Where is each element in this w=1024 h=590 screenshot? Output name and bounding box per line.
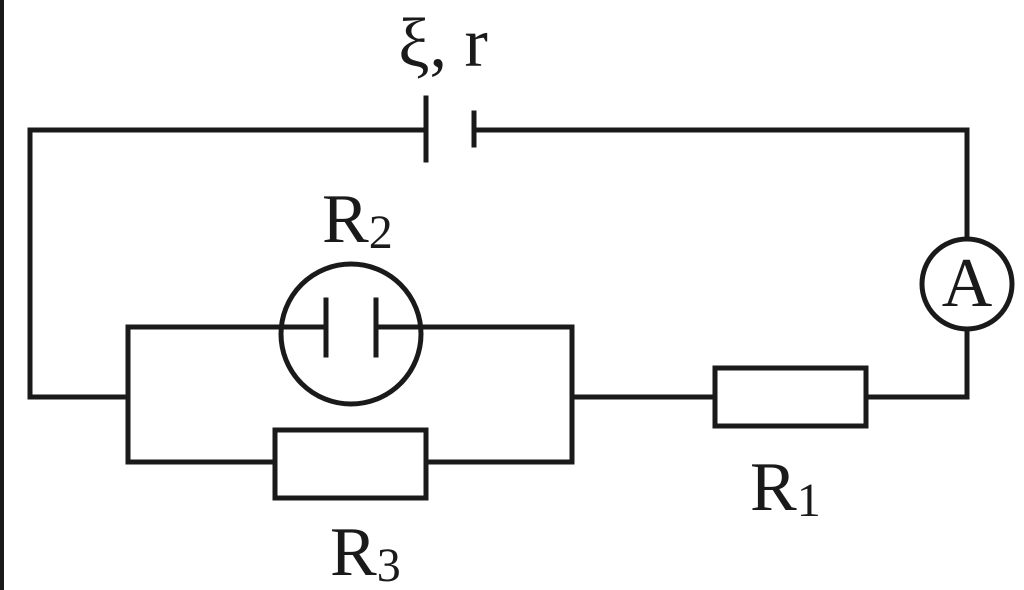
parallel-block xyxy=(125,324,575,465)
battery-symbol xyxy=(423,95,477,163)
r3-resistor xyxy=(272,427,429,501)
r1-label: R1 xyxy=(750,449,821,527)
r1-resistor xyxy=(712,365,869,429)
source-label: ξ, r xyxy=(398,5,488,82)
ammeter-label: A xyxy=(942,245,993,322)
r3-label: R3 xyxy=(330,514,401,590)
r2-label: R2 xyxy=(322,181,393,259)
ammeter-symbol xyxy=(919,236,1015,332)
r2-element xyxy=(278,261,424,407)
